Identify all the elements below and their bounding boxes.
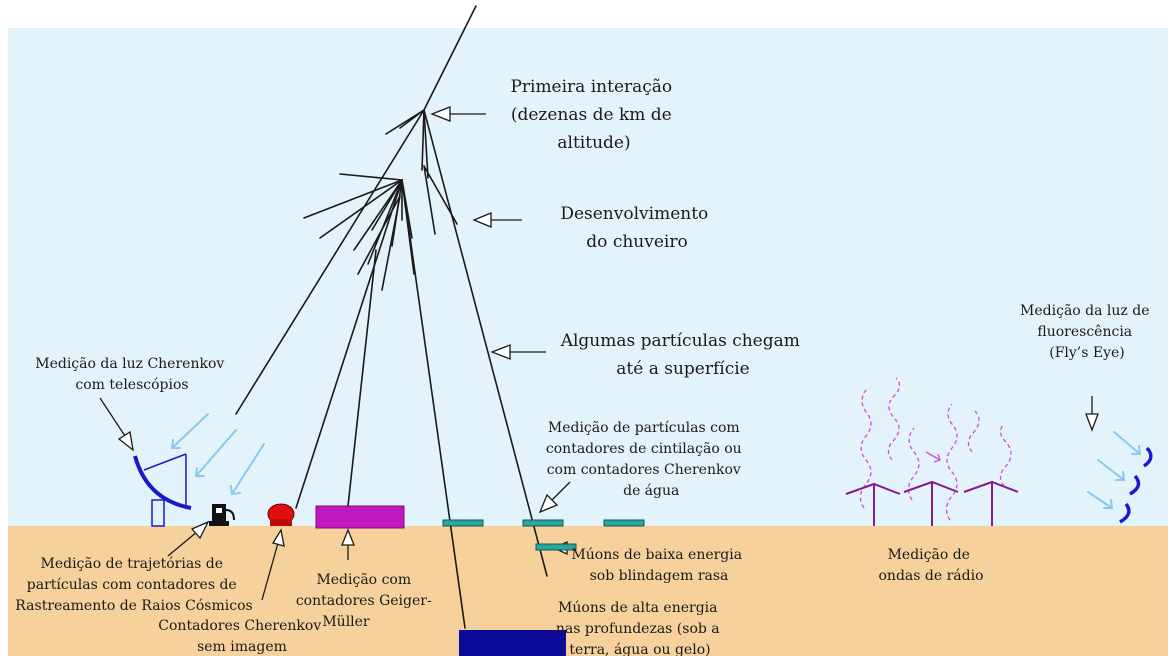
scintillation-detector	[603, 519, 645, 527]
non-imaging-cherenkov-label: Contadores Cherenkov sem imagem	[158, 618, 325, 655]
shower-track	[423, 165, 458, 225]
shower-track	[401, 179, 466, 629]
arrowhead-icon	[472, 212, 492, 228]
deep-muon-detector	[459, 630, 566, 656]
scintillation-label: Medição de partículas com contadores de …	[546, 420, 746, 499]
labels: Primeira interação (dezenas de km de alt…	[15, 77, 1154, 656]
primary-particle-track	[423, 5, 477, 111]
label-arrows	[99, 106, 1099, 601]
shower-track	[371, 179, 403, 231]
high-energy-muons-label: Múons de alta energia nas profundezas (s…	[556, 600, 724, 656]
cherenkov-light-arrows	[170, 413, 265, 496]
scintillation-detector	[522, 519, 564, 527]
shower-tracks	[235, 5, 548, 629]
cherenkov-telescopes-label: Medição da luz Cherenkov com telescópios	[35, 356, 229, 393]
geiger-muller-label: Medição com contadores Geiger- Müller	[296, 572, 436, 630]
fluorescence-eye-icon	[1119, 446, 1153, 524]
arrowhead-icon	[271, 528, 285, 547]
shower-track	[357, 195, 401, 275]
shower-track	[235, 109, 425, 415]
shower-track	[421, 109, 425, 171]
arrowhead-icon	[490, 344, 511, 360]
shower-track	[353, 179, 403, 251]
shower-track	[423, 109, 548, 577]
surface-particles-label: Algumas partículas chegam até a superfíc…	[560, 331, 806, 379]
low-energy-muons-label: Múons de baixa energia sob blindagem ras…	[571, 547, 746, 584]
tracking-detector-icon	[209, 504, 235, 526]
scintillation-detector	[442, 519, 484, 527]
tracking-label: Medição de trajetórias de partículas com…	[15, 556, 252, 614]
sky-area	[8, 28, 1168, 526]
shower-track	[381, 195, 401, 291]
shower-track	[319, 179, 403, 239]
ground-area	[8, 526, 1168, 656]
shower-track	[423, 165, 436, 235]
shower-track	[401, 179, 415, 275]
fluorescence-light-arrows	[1087, 431, 1142, 509]
shower-track	[303, 179, 403, 219]
shower-track	[399, 109, 425, 129]
shower-track	[423, 109, 429, 179]
radio-label: Medição de ondas de rádio	[879, 547, 984, 584]
first-interaction-label: Primeira interação (dezenas de km de alt…	[510, 77, 677, 153]
arrowhead-icon	[538, 493, 559, 514]
shower-track	[295, 179, 403, 509]
shallow-muon-detector	[535, 543, 577, 551]
arrowhead-icon	[117, 430, 134, 452]
arrowhead-icon	[430, 106, 451, 122]
geiger-muller-counter	[315, 505, 405, 529]
arrowhead-icon	[1085, 413, 1099, 432]
shower-track	[347, 249, 377, 507]
cherenkov-counter-icon	[267, 503, 295, 526]
fluorescence-label: Medição da luz de fluorescência (Fly’s E…	[1020, 303, 1154, 361]
shower-track	[367, 179, 403, 265]
cherenkov-telescope-icon	[133, 453, 192, 527]
arrowhead-icon	[190, 520, 210, 540]
arrowhead-icon	[341, 528, 355, 546]
radio-antennas	[845, 480, 1019, 526]
radio-waves	[859, 377, 1012, 521]
shower-track	[339, 173, 403, 181]
shower-development-label: Desenvolvimento do chuveiro	[560, 204, 713, 252]
